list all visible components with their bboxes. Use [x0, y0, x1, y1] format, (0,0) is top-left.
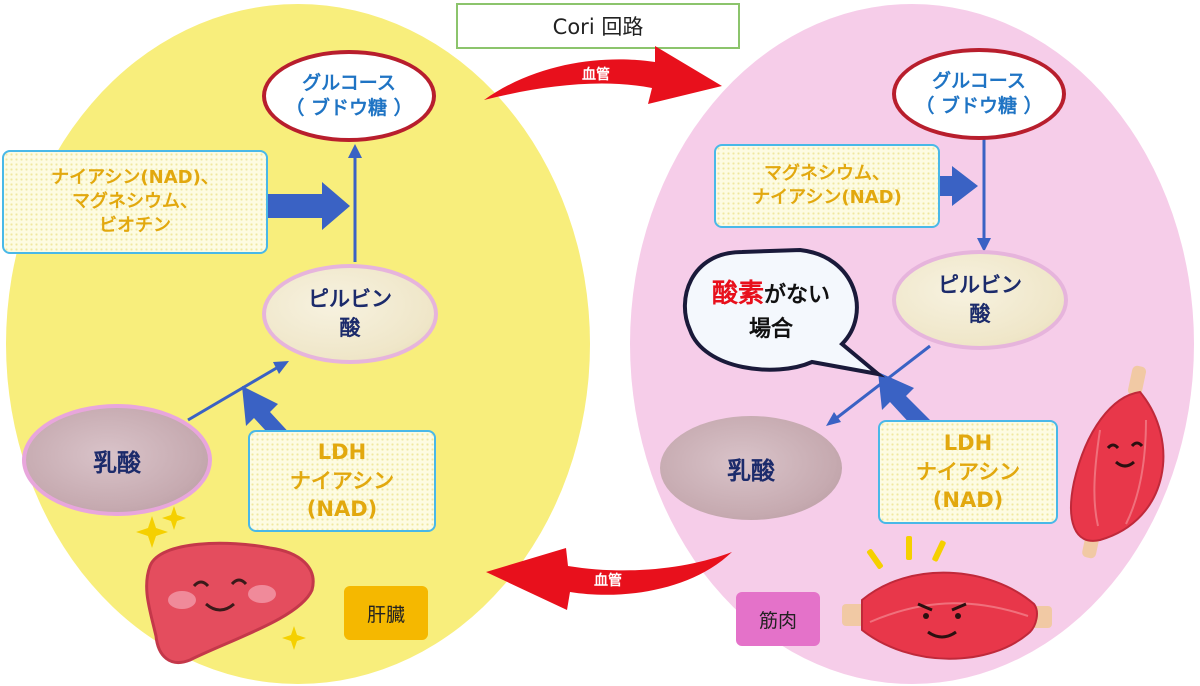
nad-label: (NAD) — [932, 488, 1004, 513]
bubble-text-rest: がない — [764, 283, 831, 308]
muscle-lactate-node: 乳酸 — [660, 416, 842, 520]
liver-lactate-node: 乳酸 — [22, 404, 212, 516]
vessel-label-bottom: 血管 — [594, 573, 622, 589]
ldh-label: LDH — [317, 440, 367, 465]
liver-pyruvate-node: ピルビン 酸 — [262, 264, 438, 364]
liver-cofactor-line: マグネシウム、 — [72, 190, 198, 212]
liver-cofactor-box: ナイアシン(NAD)、 マグネシウム、 ビオチン — [2, 150, 268, 254]
liver-ldh-arrow — [242, 386, 294, 444]
muscle-cofactor-arrow — [938, 166, 978, 206]
speech-bubble-text: 酸素がない 場合 — [696, 276, 846, 346]
liver-cofactor-line: ナイアシン(NAD)、 — [51, 166, 219, 188]
muscle-cofactor-line: ナイアシン(NAD) — [752, 187, 902, 208]
muscle-label: 筋肉 — [736, 592, 820, 646]
pyruvate-label-acid: 酸 — [339, 316, 361, 340]
diagram-title: Cori 回路 — [456, 3, 740, 49]
liver-ldh-box: LDH ナイアシン (NAD) — [248, 430, 436, 532]
lactate-label: 乳酸 — [727, 456, 775, 485]
niacin-label: ナイアシン — [289, 468, 395, 493]
muscle-cofactor-line: マグネシウム、 — [764, 162, 890, 184]
niacin-label: ナイアシン — [915, 459, 1021, 484]
ldh-label: LDH — [943, 431, 993, 456]
liver-cofactor-line: ビオチン — [99, 215, 171, 237]
muscle-cofactor-box: マグネシウム、 ナイアシン(NAD) — [714, 144, 940, 228]
liver-glucose-node: グルコース （ ブドウ糖 ） — [262, 50, 436, 142]
muscle-glucose-node: グルコース （ ブドウ糖 ） — [892, 48, 1066, 140]
liver-label: 肝臓 — [344, 586, 428, 640]
glucose-sub-label: （ ブドウ糖 ） — [285, 97, 413, 119]
muscle-character-icon — [1070, 365, 1165, 559]
vessel-label-top: 血管 — [582, 67, 610, 83]
speech-bubble — [682, 247, 886, 378]
pyruvate-label: ピルビン — [308, 286, 392, 311]
liver-character-icon — [145, 541, 315, 664]
muscle-ldh-box: LDH ナイアシン (NAD) — [878, 420, 1058, 524]
muscle-character-icon — [842, 536, 1052, 660]
nad-label: (NAD) — [306, 497, 378, 522]
pyruvate-label-acid: 酸 — [969, 302, 991, 326]
sparkle-icon — [136, 506, 306, 650]
vessel-arrow-bottom — [486, 548, 732, 610]
bubble-text-line2: 場合 — [748, 316, 793, 342]
pyruvate-label: ピルビン — [938, 272, 1022, 297]
glucose-label: グルコース — [302, 72, 396, 95]
glucose-label: グルコース — [932, 70, 1026, 93]
muscle-pyruvate-node: ピルビン 酸 — [892, 250, 1068, 350]
muscle-ldh-arrow — [878, 372, 930, 428]
liver-cofactor-arrow — [268, 182, 350, 230]
oxygen-highlight: 酸素 — [711, 279, 764, 309]
glucose-sub-label: （ ブドウ糖 ） — [915, 95, 1043, 117]
vessel-arrow-top — [484, 46, 722, 104]
lactate-label: 乳酸 — [93, 448, 141, 477]
